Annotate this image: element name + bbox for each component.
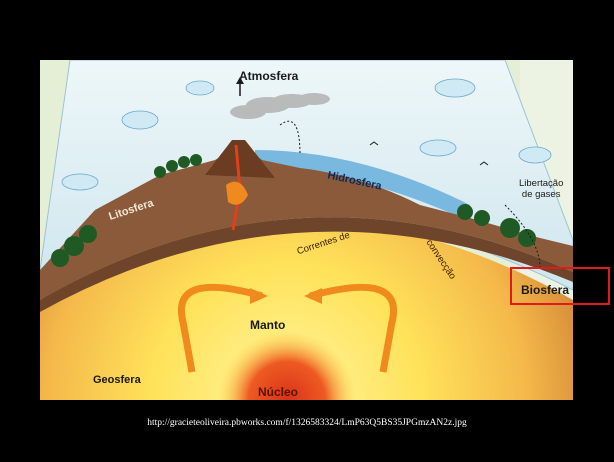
- label-manto: Manto: [250, 318, 285, 332]
- label-geosfera: Geosfera: [93, 374, 141, 386]
- label-nucleo: Núcleo: [258, 385, 298, 399]
- biosfera-highlight-box: [510, 267, 610, 305]
- source-url[interactable]: http://gracieteoliveira.pbworks.com/f/13…: [0, 418, 614, 428]
- label-atmosfera: Atmosfera: [239, 69, 298, 83]
- textbook-page: [40, 60, 573, 462]
- label-libertacao-de-gases: Libertação de gases: [519, 178, 563, 200]
